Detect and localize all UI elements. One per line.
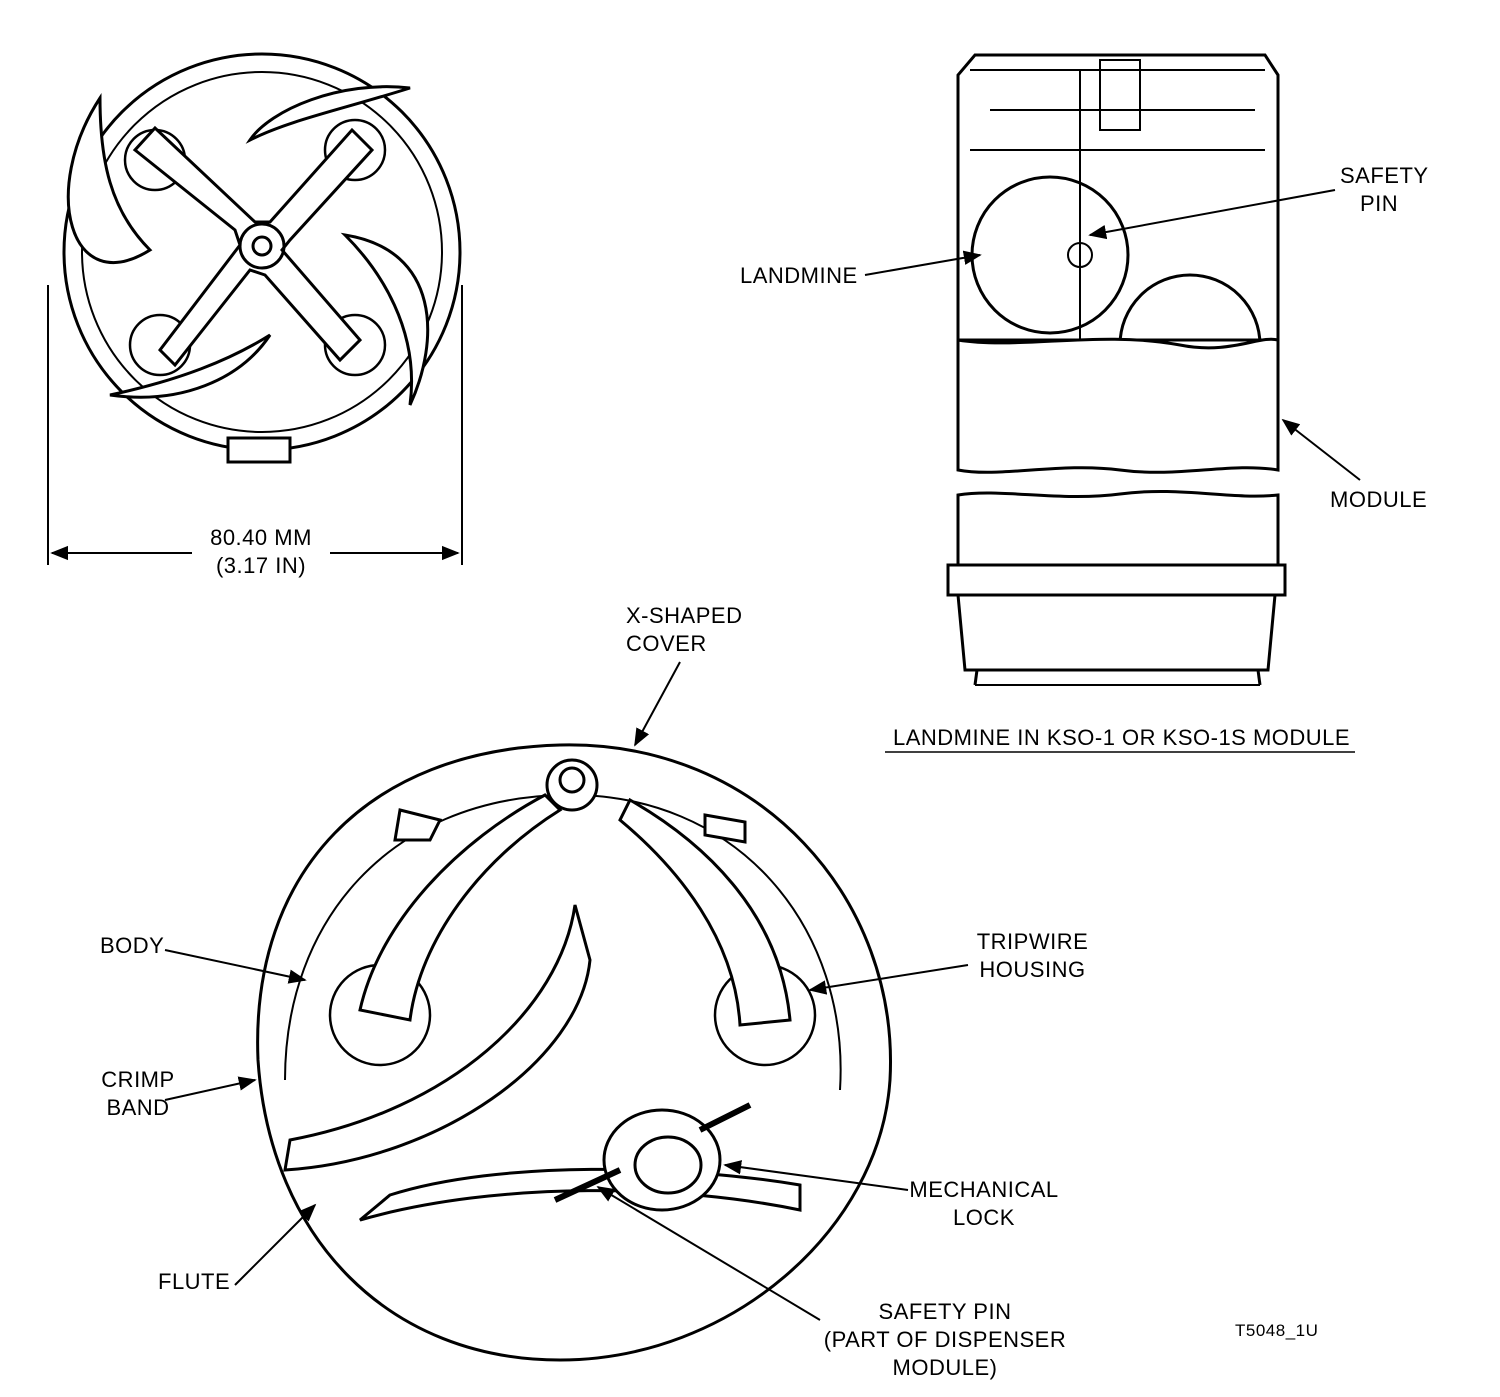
label-safety-pin-dispenser: SAFETY PIN (PART OF DISPENSER MODULE) (820, 1298, 1070, 1382)
module-caption: LANDMINE IN KSO-1 OR KSO-1S MODULE (893, 725, 1351, 750)
label-safety-pin-module-line1: SAFETY (1340, 163, 1429, 188)
label-landmine: LANDMINE (740, 263, 858, 288)
dimension-in-text: (3.17 IN) (215, 553, 307, 578)
label-crimp-band-line2: BAND (106, 1095, 170, 1120)
label-mechanical-lock-line2: LOCK (953, 1205, 1015, 1230)
figure-id: T5048_1U (1235, 1321, 1319, 1340)
label-mechanical-lock-line1: MECHANICAL (909, 1177, 1059, 1202)
label-x-shaped-cover-line1: X-SHAPED (626, 603, 743, 628)
dimension-mm-text: 80.40 MM (210, 525, 312, 550)
label-mechanical-lock: MECHANICAL LOCK (908, 1176, 1060, 1232)
label-flute: FLUTE (158, 1269, 231, 1294)
label-module: MODULE (1330, 487, 1428, 512)
label-safety-pin-module-line2: PIN (1360, 191, 1399, 216)
module-drawing (946, 53, 1287, 686)
label-crimp-band-line1: CRIMP (101, 1067, 175, 1092)
label-safety-pin-dispenser-line3: MODULE) (892, 1355, 998, 1380)
label-tripwire-housing-line1: TRIPWIRE (976, 929, 1089, 954)
isometric-drawing (256, 743, 892, 1362)
label-safety-pin-dispenser-line1: SAFETY PIN (878, 1299, 1012, 1324)
label-tripwire-housing-line2: HOUSING (979, 957, 1086, 982)
label-safety-pin-dispenser-line2: (PART OF DISPENSER (823, 1327, 1067, 1352)
label-x-shaped-cover-line2: COVER (626, 631, 707, 656)
leader-arrows (164, 189, 1361, 1321)
label-tripwire-housing: TRIPWIRE HOUSING (975, 928, 1090, 984)
label-safety-pin-module: SAFETY PIN (1340, 162, 1429, 218)
dimension-lines (47, 285, 463, 565)
label-body: BODY (100, 933, 165, 958)
top-view-drawing (62, 52, 462, 464)
label-x-shaped-cover: X-SHAPED COVER (626, 602, 742, 658)
label-crimp-band: CRIMP BAND (98, 1066, 178, 1122)
dimension-label: 80.40 MM (3.17 IN) (192, 524, 330, 580)
